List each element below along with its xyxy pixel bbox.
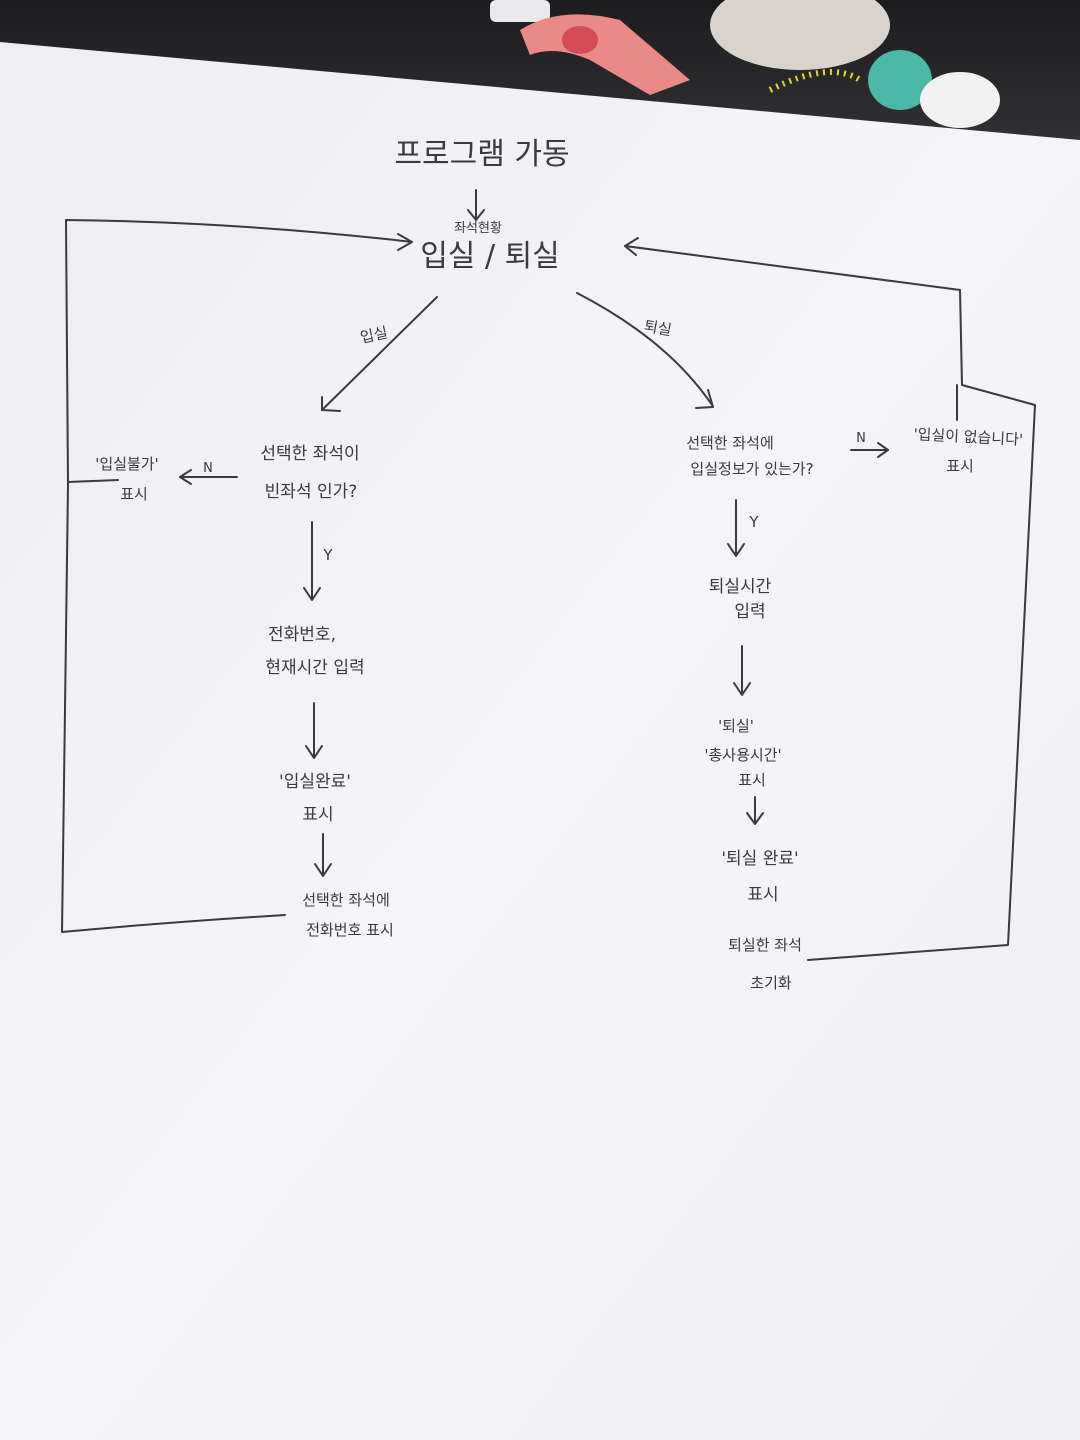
- arrowhead-checkout-yes: [727, 543, 745, 557]
- unavailable-line1: '입실불가': [95, 455, 158, 473]
- checkout-no-label: N: [856, 431, 866, 446]
- arrowhead-input-to-done: [305, 745, 323, 759]
- checkout-done-line1: '퇴실 완료': [721, 849, 798, 869]
- none-line2: 표시: [946, 457, 974, 475]
- arrowhead-left-return: [397, 233, 413, 251]
- edge-label-checkin: 입실: [359, 323, 390, 346]
- none-line1: '입실이 없습니다': [913, 425, 1023, 449]
- arrowhead-checkout-no: [877, 442, 889, 458]
- bead-chain: [768, 69, 862, 93]
- arrowhead-checkout: [695, 389, 714, 409]
- checkin-input-line1: 전화번호,: [268, 625, 336, 645]
- loop-right-return: [624, 245, 1036, 961]
- white-plush: [920, 72, 1000, 128]
- pink-keychain: [520, 14, 690, 95]
- unavailable-connector: [67, 479, 119, 483]
- ink-strokes: [61, 189, 1036, 961]
- checkout-question-line2: 입실정보가 있는가?: [690, 460, 813, 478]
- checkin-final-line1: 선택한 좌석에: [302, 891, 390, 909]
- checkout-total-line3: 표시: [738, 771, 766, 789]
- checkin-done-line1: '입실완료': [279, 772, 351, 792]
- start-node: 프로그램 가동: [394, 137, 569, 172]
- checkout-yes-label: Y: [748, 513, 759, 531]
- arrowhead-checkin-no: [179, 469, 192, 485]
- arrow-menu-to-checkout: [576, 292, 713, 406]
- arrowhead-total-to-done: [746, 812, 764, 825]
- arrowhead-checkin: [321, 396, 341, 412]
- arrowhead-right-return: [624, 237, 639, 256]
- unavailable-line2: 표시: [120, 485, 148, 503]
- white-cup: [490, 0, 550, 22]
- checkout-total-line2: '총사용시간': [704, 746, 781, 764]
- teal-charm: [868, 50, 932, 110]
- checkout-reset-line1: 퇴실한 좌석: [728, 936, 802, 954]
- loop-left-return: [61, 219, 413, 933]
- red-charm: [562, 26, 598, 54]
- edge-label-checkout: 퇴실: [643, 317, 673, 340]
- checkin-question-line1: 선택한 좌석이: [260, 444, 359, 464]
- paper: [0, 42, 1080, 1440]
- arrowhead-done-to-final: [314, 863, 332, 877]
- desk-items: [490, 0, 1000, 128]
- checkout-total-line1: '퇴실': [718, 717, 754, 735]
- checkin-final-line2: 전화번호 표시: [306, 921, 394, 939]
- arrow-menu-to-checkin: [321, 296, 438, 411]
- checkout-reset-line2: 초기화: [750, 974, 792, 992]
- checkin-no-label: N: [203, 461, 213, 476]
- arrowhead-checkin-yes: [303, 587, 321, 601]
- arrowhead-input-to-total: [733, 682, 751, 696]
- checkout-done-line2: 표시: [747, 885, 778, 905]
- checkin-done-line2: 표시: [302, 805, 333, 825]
- checkout-input-line1: 퇴실시간: [709, 577, 772, 597]
- arrowhead-menu: [467, 209, 485, 221]
- earbuds-case: [710, 0, 890, 70]
- checkin-yes-label: Y: [322, 546, 333, 564]
- flowchart-text: 프로그램 가동 좌석현황 입실 / 퇴실 입실 퇴실 선택한 좌석이 빈좌석 인…: [95, 137, 1023, 992]
- menu-note: 좌석현황: [454, 221, 502, 236]
- checkout-input-line2: 입력: [734, 602, 765, 622]
- checkin-input-line2: 현재시간 입력: [265, 658, 364, 678]
- menu-node: 입실 / 퇴실: [420, 239, 560, 274]
- checkout-question-line1: 선택한 좌석에: [686, 434, 774, 452]
- checkin-question-line2: 빈좌석 인가?: [265, 482, 358, 502]
